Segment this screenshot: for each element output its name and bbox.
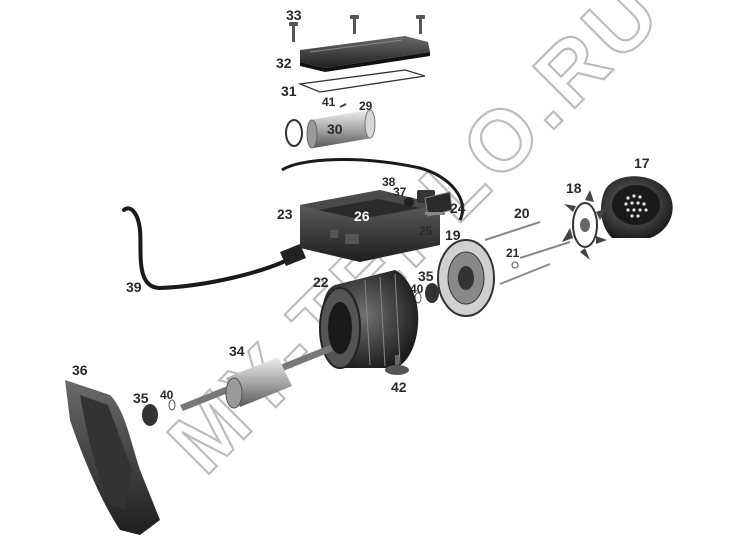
label-42: 42 [391, 379, 407, 395]
label-24: 24 [450, 200, 466, 216]
label-29: 29 [359, 99, 373, 113]
label-30: 30 [327, 121, 343, 137]
label-25: 25 [419, 224, 433, 238]
label-18: 18 [566, 180, 582, 196]
part-labels: 33 32 31 41 29 30 38 37 24 25 23 26 39 1… [72, 7, 650, 406]
label-33: 33 [286, 7, 302, 23]
part-42-foot [385, 355, 409, 375]
cable-plug [280, 244, 306, 266]
label-34: 34 [229, 343, 245, 359]
label-40-right: 40 [410, 282, 424, 296]
label-36: 36 [72, 362, 88, 378]
label-38: 38 [382, 175, 396, 189]
part-34-rotor [180, 345, 333, 411]
part-21-washer [511, 261, 519, 269]
part-18-fan [562, 190, 607, 260]
label-21: 21 [506, 246, 520, 260]
label-37: 37 [393, 185, 407, 199]
part-31-gasket [297, 69, 426, 93]
part-22-stator [319, 270, 419, 369]
label-20: 20 [514, 205, 530, 221]
label-41: 41 [322, 95, 336, 109]
internal-wire [281, 158, 465, 221]
part-35-40-bearing-left [142, 399, 176, 426]
label-39: 39 [126, 279, 142, 295]
part-36-front-shield [65, 380, 160, 535]
label-17: 17 [634, 155, 650, 171]
part-30-capacitor [285, 103, 376, 149]
label-23: 23 [277, 206, 293, 222]
label-35-right: 35 [418, 268, 434, 284]
part-33-screws [289, 15, 425, 42]
part-17-fan-cover [600, 176, 673, 238]
label-19: 19 [445, 227, 461, 243]
part-19-end-shield [437, 239, 495, 317]
label-40-left: 40 [160, 388, 174, 402]
label-35-left: 35 [133, 390, 149, 406]
label-32: 32 [276, 55, 292, 71]
part-37-38-24-25 [404, 190, 453, 217]
part-39-cable [122, 206, 285, 291]
part-32-cover [300, 36, 430, 72]
part-23-terminal-box [300, 190, 440, 262]
label-26: 26 [354, 208, 370, 224]
part-20-21-tie-rods [484, 221, 571, 285]
label-22: 22 [313, 274, 329, 290]
label-31: 31 [281, 83, 297, 99]
